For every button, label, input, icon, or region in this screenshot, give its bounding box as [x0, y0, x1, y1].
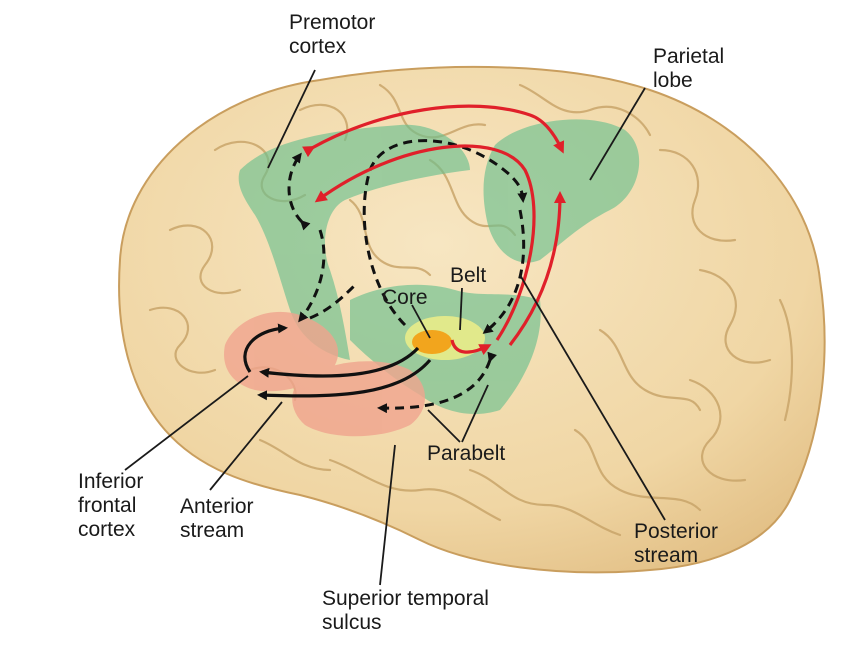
leader-posterior [519, 274, 666, 521]
label-anterior-stream: Anterior stream [180, 495, 254, 542]
label-parabelt: Parabelt [427, 442, 506, 465]
label-premotor-cortex: Premotor cortex [289, 11, 376, 58]
dashed-arrow-premotor-to-ifc [298, 229, 326, 323]
red-arrow-premotor-parietal [302, 104, 565, 158]
label-posterior-stream: Posterior stream [634, 520, 719, 567]
dashed-arrow-premotor-loop [287, 152, 311, 231]
dashed-arrow-ifc-to-core [309, 283, 357, 320]
anterior-arrow-1 [259, 346, 420, 378]
leader-parabelt-2 [461, 384, 489, 443]
posterior-stream-arrows [302, 104, 566, 355]
leader-belt [459, 287, 463, 331]
inferior-frontal-region [224, 311, 339, 392]
leader-premotor [267, 69, 316, 169]
anterior-stream-arrows [243, 323, 432, 401]
leader-anterior [209, 401, 283, 491]
ifc-hook-arrow [243, 323, 288, 373]
core-region [412, 330, 452, 354]
label-parietal-lobe: Parietal lobe [653, 45, 725, 92]
red-arrow-core-hook [450, 339, 492, 355]
label-inferior-frontal-cortex: Inferior frontal cortex [78, 470, 144, 541]
label-belt: Belt [450, 264, 487, 287]
label-superior-temporal-sulcus: Superior temporal sulcus [322, 587, 489, 634]
red-arrow-posterior-to-premotor [314, 144, 536, 341]
dashed-arrow-parabelt-bidirectional [377, 351, 497, 414]
red-arrow-posterior-to-parietal [508, 191, 566, 346]
leader-lines [124, 69, 666, 586]
leader-core [411, 304, 431, 339]
leader-inferior-frontal [124, 375, 249, 471]
leader-parietal [589, 87, 646, 181]
label-core: Core [382, 286, 428, 309]
leader-parabelt-1 [427, 409, 461, 443]
dashed-arrow-posterior-to-premotor [482, 209, 526, 334]
anterior-arrow-2 [257, 358, 432, 401]
leader-sts [379, 444, 396, 586]
